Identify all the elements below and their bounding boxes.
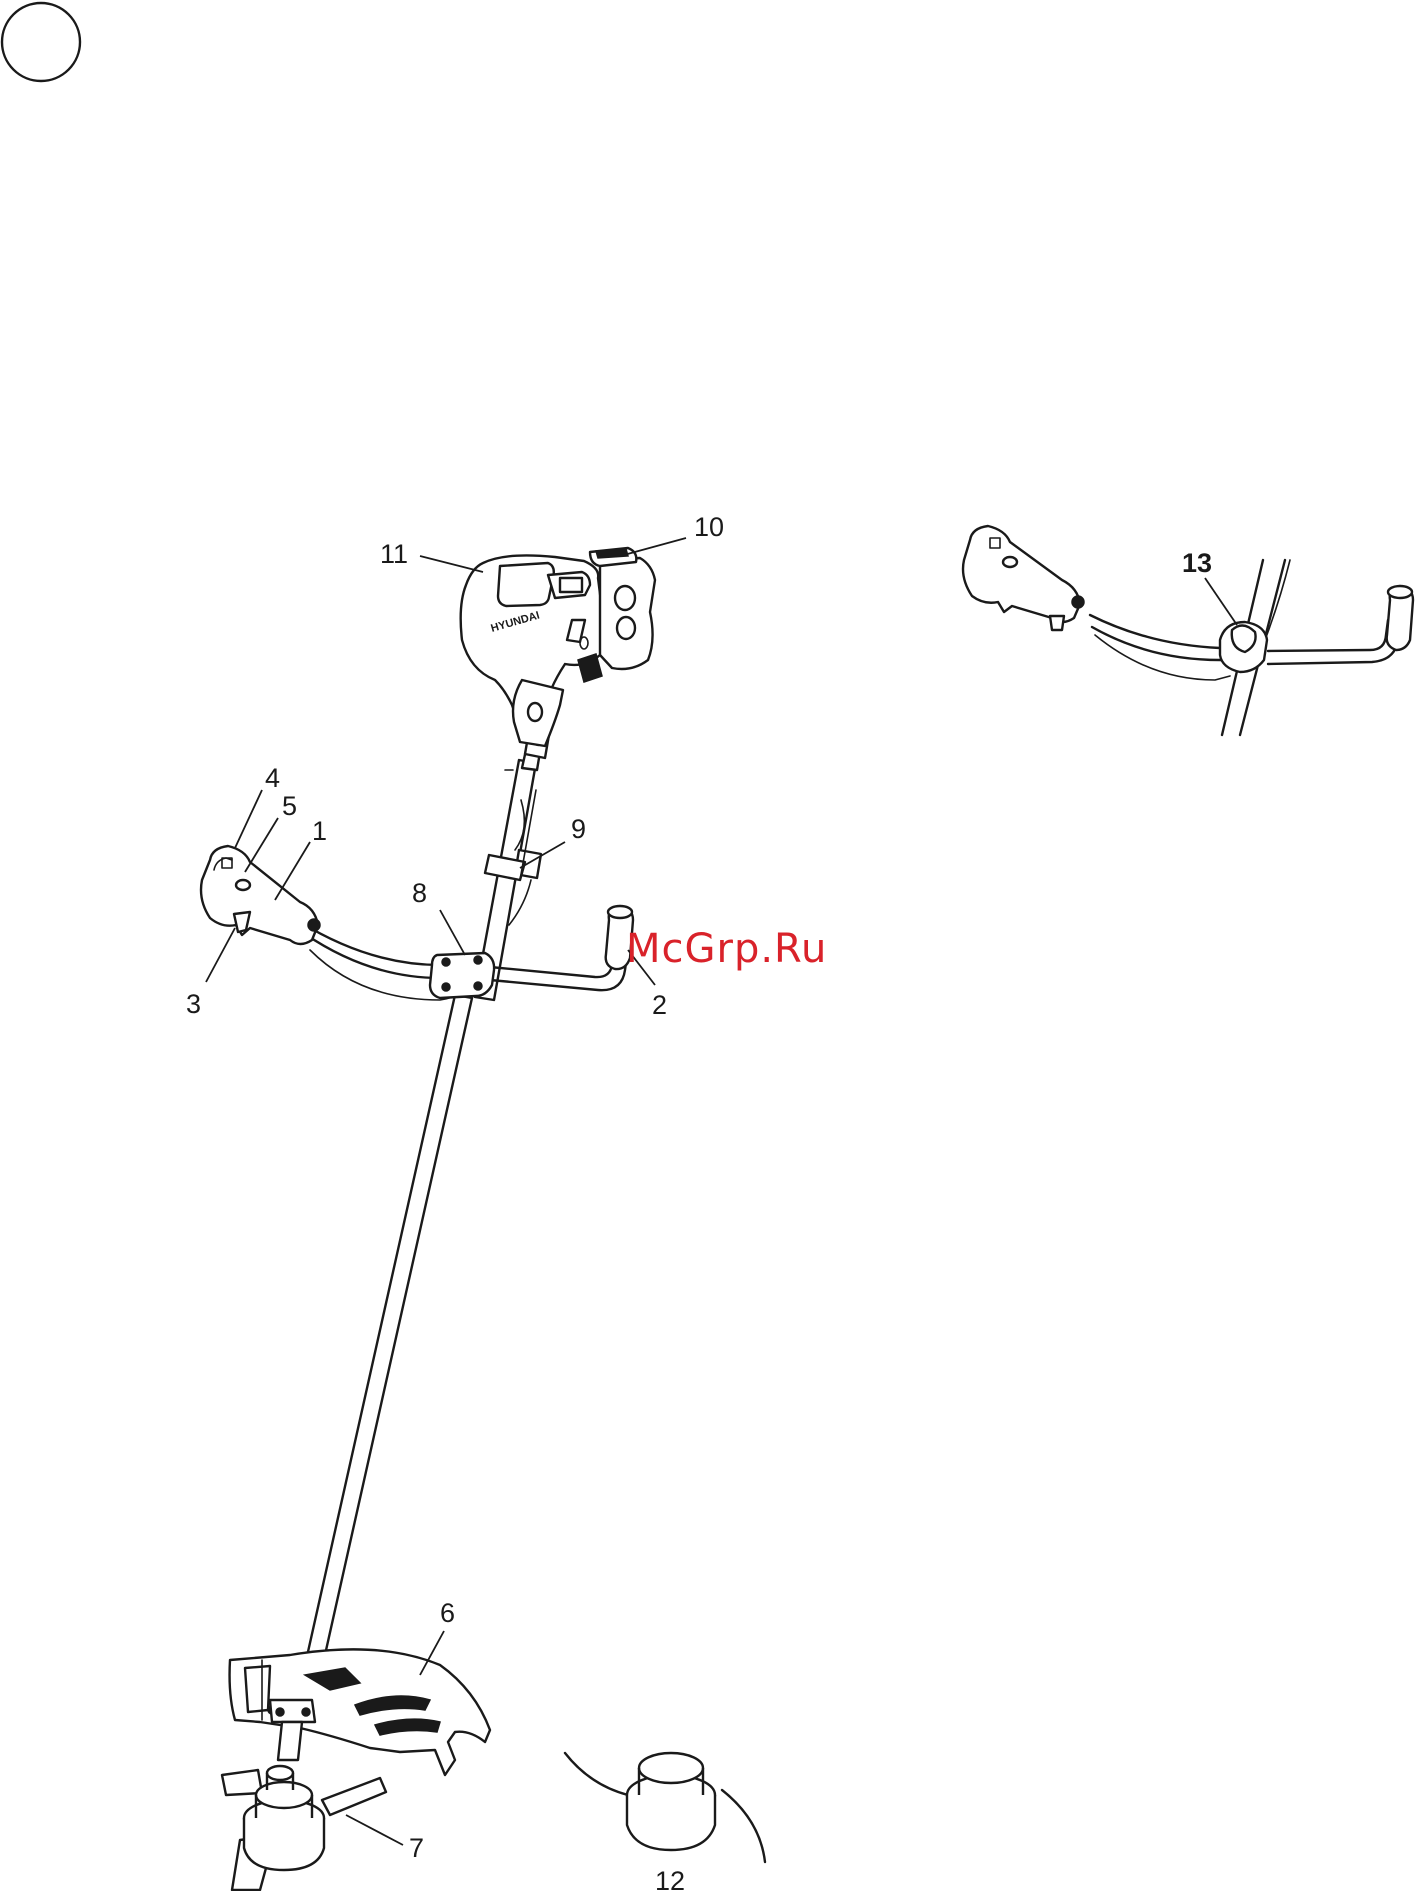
callout-5: 5 [282,791,297,821]
trimmer-head [565,1753,765,1862]
callout-10: 10 [694,512,724,542]
watermark-text: McGrp.Ru [626,926,827,972]
callout-4: 4 [265,763,280,793]
callout-8: 8 [412,878,427,908]
callout-1: 1 [312,816,327,846]
callout-2: 2 [652,990,667,1020]
leader-11 [420,556,483,572]
callout-13: 13 [1182,548,1212,578]
leader-13 [1205,578,1237,625]
callout-7: 7 [409,1833,424,1863]
section-marker-circle [2,3,80,81]
bike-handle-assembly [201,846,633,1000]
engine-unit: HYUNDAI [461,548,655,746]
leader-10 [620,538,686,556]
callout-11: 11 [380,539,408,569]
leader-5 [245,818,278,872]
callout-9: 9 [571,814,586,844]
gear-head-and-blade [222,1722,386,1890]
drive-shaft [299,690,556,1695]
callout-6: 6 [440,1598,455,1628]
callout-3: 3 [186,989,201,1019]
callout-12: 12 [655,1866,685,1891]
leader-4 [235,790,262,848]
leader-3 [206,928,235,982]
leader-7 [346,1815,403,1845]
leader-8 [440,910,465,955]
blade-guard [230,1649,490,1775]
leader-1 [275,842,310,900]
